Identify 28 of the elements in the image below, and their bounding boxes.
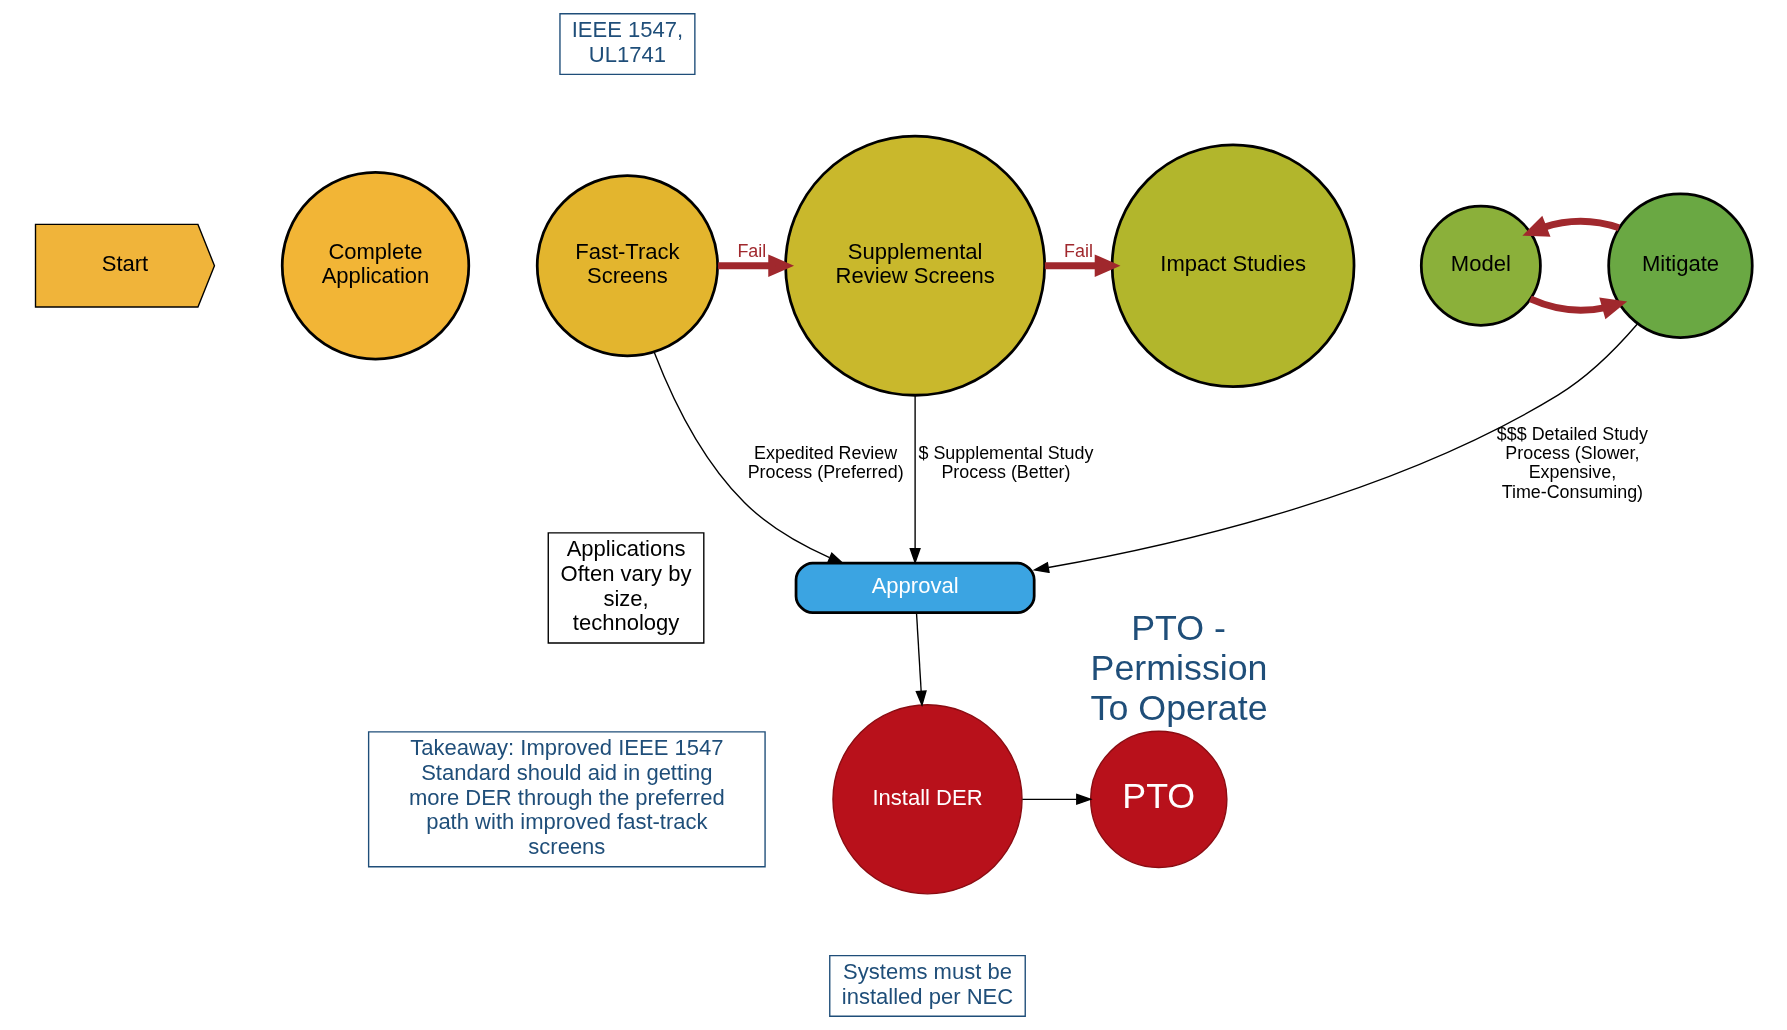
node-circle: Supplemental Review Screens [783, 134, 1046, 397]
edge-label: $ Supplemental Study Process (Better) [918, 443, 1093, 483]
arrow [1521, 215, 1620, 237]
node-circle: Fast-Track Screens [535, 174, 719, 358]
arrow [914, 612, 927, 708]
arrow [1021, 793, 1093, 806]
node-box: Systems must be installed per NEC [828, 955, 1026, 1017]
arrow [1044, 254, 1120, 277]
node-circle: Complete Application [280, 171, 470, 361]
edge-label: Fail [1063, 240, 1093, 261]
edge-label: Fail [736, 240, 766, 261]
node-box: Approval [794, 561, 1036, 615]
arrow [908, 394, 921, 565]
node-circle: Mitigate [1606, 192, 1754, 339]
node-box: Takeaway: Improved IEEE 1547 Standard should aid in getting more DER through the preferred path with improved fast-track screens [367, 731, 766, 868]
edge-label: Expedited Review Process (Preferred) [747, 443, 904, 483]
node-circle: Impact Studies [1110, 143, 1355, 389]
node-label: PTO - Permission To Operate [1090, 608, 1268, 728]
arrow [1528, 295, 1627, 320]
edge-label: $$$ Detailed Study Process (Slower, Expensive, Time-Consuming) [1496, 423, 1648, 502]
node-circle: Install DER [831, 704, 1023, 895]
node-circle: PTO [1089, 730, 1228, 869]
arrow [653, 351, 844, 564]
node-circle: Model [1419, 204, 1542, 327]
node-box: IEEE 1547, UL1741 [558, 13, 696, 75]
arrow [1032, 323, 1638, 574]
arrow [717, 254, 794, 277]
node-box: Applications Often vary by size, technology [547, 532, 704, 644]
